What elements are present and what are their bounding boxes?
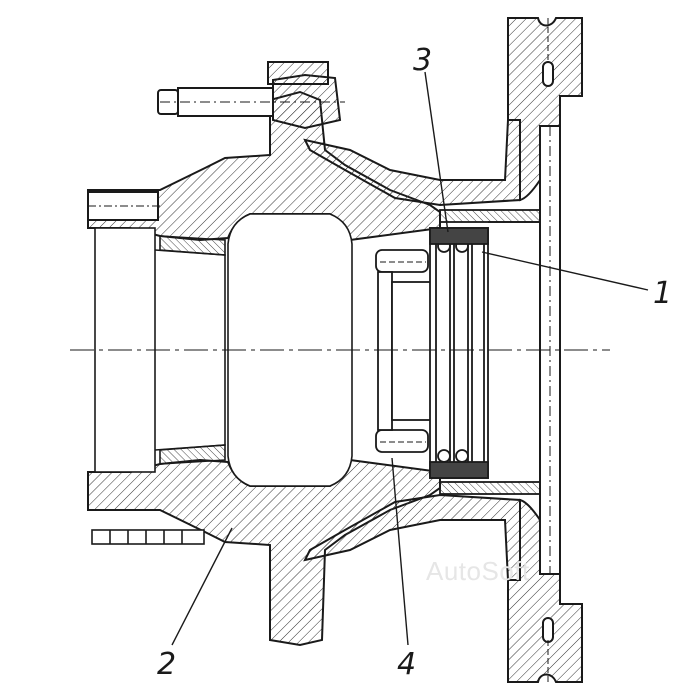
seal-assembly — [429, 227, 489, 479]
callout-3: 3 — [413, 43, 433, 78]
callout-4: 4 — [397, 647, 417, 682]
leader-lines — [171, 71, 649, 646]
brake-disc — [507, 17, 583, 683]
callout-2: 2 — [157, 647, 177, 682]
hub-bore — [94, 213, 353, 487]
roller-bearing — [375, 249, 433, 453]
thread-pattern — [91, 529, 205, 545]
sleeve — [439, 209, 541, 495]
watermark: AutoSoft — [426, 556, 530, 586]
wheel-bolt — [87, 191, 160, 221]
callout-1: 1 — [653, 276, 673, 311]
stud-bolt — [157, 61, 345, 130]
